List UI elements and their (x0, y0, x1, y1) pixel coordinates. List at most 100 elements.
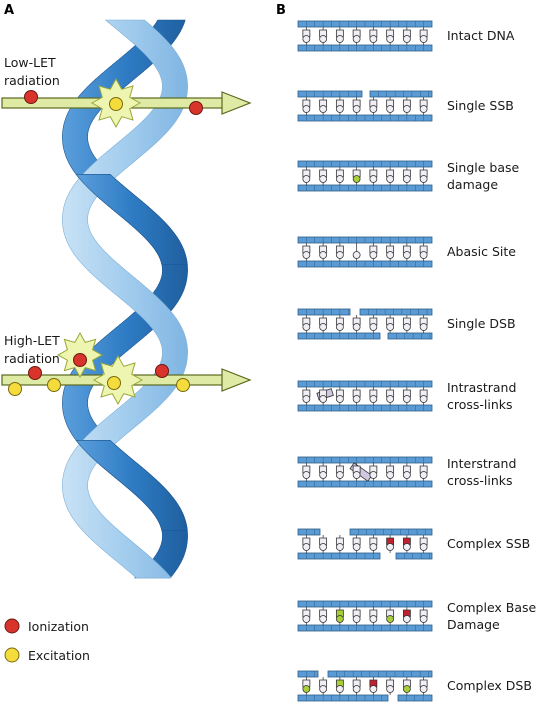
dna-backbone (297, 90, 363, 98)
dna-backbone (397, 694, 433, 702)
excitation-marker (109, 97, 123, 111)
base-pair (302, 315, 311, 333)
dna-backbone (297, 480, 433, 488)
radiation-tracks (1, 77, 252, 406)
damage-label-intra: Intrastrand (447, 380, 516, 395)
base-pair (352, 677, 361, 695)
base-pair (335, 27, 344, 45)
damage-diagram-abasic (297, 236, 433, 268)
base-pair (369, 463, 378, 481)
base-pair (319, 315, 328, 333)
base-pair (369, 27, 378, 45)
base-pair (419, 535, 428, 553)
damage-label-complex-ssb: Complex SSB (447, 536, 530, 551)
base-pair (402, 677, 411, 695)
base-pair (369, 677, 378, 695)
base-pair (319, 463, 328, 481)
base-pair (402, 97, 411, 115)
base-pair (319, 607, 328, 625)
base-pair (402, 167, 411, 185)
damage-diagram-complex-base (297, 600, 433, 632)
excitation-marker (47, 378, 61, 392)
dna-backbone (297, 114, 433, 122)
base-pair (335, 607, 344, 625)
panel-b-letter: B (276, 3, 286, 18)
base-pair (335, 315, 344, 333)
base-pair (335, 97, 344, 115)
dna-backbone (387, 332, 433, 340)
high-let-label-line1: High-LET (4, 333, 60, 348)
base-pair (369, 535, 378, 553)
dna-backbone (297, 44, 433, 52)
base-pair (402, 535, 411, 553)
dna-backbone (297, 236, 433, 244)
damage-label-dsb: Single DSB (447, 316, 516, 331)
base-pair (386, 535, 395, 553)
damage-diagram-ssb (297, 90, 433, 122)
base-pair (302, 463, 311, 481)
base-pair (386, 463, 395, 481)
base-pair (386, 167, 395, 185)
dna-backbone (297, 694, 389, 702)
arrow-head (221, 368, 252, 392)
base-pair (319, 167, 328, 185)
damage-diagram-intact (297, 20, 433, 52)
base-pair (419, 463, 428, 481)
base-pair (386, 97, 395, 115)
dna-backbone (297, 184, 433, 192)
base-pair (352, 315, 361, 333)
ionization-legend-icon (4, 618, 20, 634)
base-pair (369, 243, 378, 261)
damage-label-inter: cross-links (447, 473, 513, 488)
base-pair (419, 97, 428, 115)
ionization-marker (155, 364, 169, 378)
dna-backbone (297, 670, 319, 678)
excitation-marker (8, 382, 22, 396)
base-pair (402, 243, 411, 261)
base-pair (352, 387, 361, 405)
base-pair (402, 387, 411, 405)
damage-diagram-inter (297, 456, 433, 488)
low-let-label-line1: Low-LET (4, 55, 56, 70)
base-pair (319, 677, 328, 695)
dna-backbone (297, 404, 433, 412)
arrow-head (221, 91, 252, 115)
dna-backbone (395, 552, 433, 560)
dna-backbone (297, 20, 433, 28)
damage-diagram-complex-ssb (297, 528, 433, 560)
base-pair (402, 607, 411, 625)
dna-backbone (297, 600, 433, 608)
dna-backbone (369, 90, 433, 98)
base-pair (402, 315, 411, 333)
excitation-legend-label: Excitation (28, 648, 90, 663)
ionization-marker (28, 366, 42, 380)
damage-label-complex-base: Complex Base (447, 600, 537, 615)
base-pair (386, 387, 395, 405)
damage-label-complex-base: Damage (447, 617, 500, 632)
dna-backbone (349, 528, 433, 536)
base-pair (319, 387, 328, 405)
dna-backbone (297, 624, 433, 632)
base-pair (369, 315, 378, 333)
helix-strand (75, 440, 188, 531)
base-pair (319, 535, 328, 553)
damage-label-base: damage (447, 177, 498, 192)
dna-backbone (359, 308, 433, 316)
dna-backbone (327, 670, 433, 678)
damage-label-intact: Intact DNA (447, 28, 515, 43)
excitation-legend-icon (4, 647, 20, 663)
base-pair (352, 27, 361, 45)
base-pair (386, 27, 395, 45)
damage-diagram-dsb (297, 308, 433, 340)
base-pair (302, 387, 311, 405)
base-pair (369, 607, 378, 625)
dna-backbone (297, 260, 433, 268)
base-pair (419, 607, 428, 625)
base-pair (369, 97, 378, 115)
dna-backbone (297, 160, 433, 168)
base-pair (419, 677, 428, 695)
ionization-legend-label: Ionization (28, 619, 89, 634)
